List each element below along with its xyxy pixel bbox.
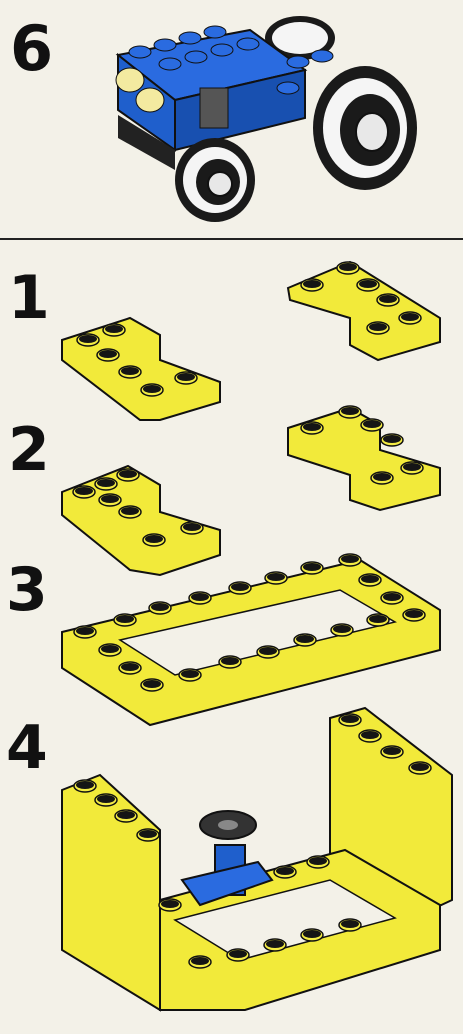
step-1-right-plate-icon <box>288 262 440 360</box>
step-2-left-plate-icon <box>62 466 220 575</box>
step-1-left-plate-icon <box>62 318 220 420</box>
step-3-frame-icon <box>62 554 440 725</box>
step-4-frame-icon <box>62 708 452 1010</box>
step-2-right-plate-icon <box>288 406 440 510</box>
